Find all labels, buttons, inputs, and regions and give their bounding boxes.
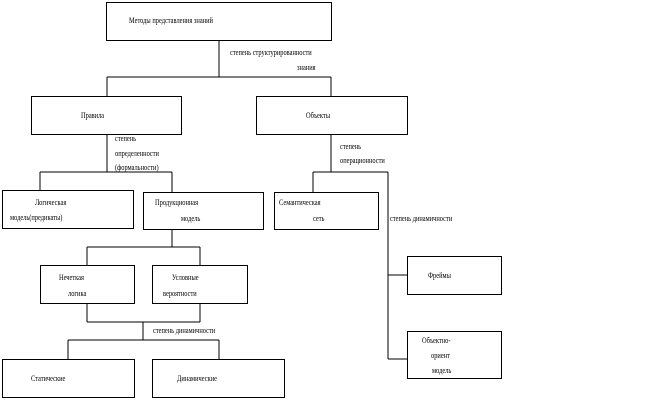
node-fuzzy-logic	[40, 265, 135, 304]
node-logic-model	[2, 190, 134, 229]
edge-label-definiteness-1: степень	[115, 134, 137, 143]
node-dynamic	[152, 359, 285, 398]
node-object-oriented-model-label-3: модель	[432, 366, 452, 375]
node-production-model	[143, 192, 264, 230]
node-root	[106, 2, 332, 41]
node-conditional-probabilities-label-1: Условные	[172, 273, 199, 282]
node-semantic-net	[274, 192, 379, 230]
edge-label-definiteness-2: определенности	[115, 149, 159, 158]
edge-label-structuredness-2: знания	[297, 63, 316, 72]
node-object-oriented-model-label-1: Объектно-	[422, 336, 451, 345]
node-objects-label: Объекты	[306, 111, 330, 120]
node-dynamic-label: Динамические	[177, 374, 217, 383]
node-root-label: Методы представления знаний	[129, 16, 213, 25]
node-conditional-probabilities	[152, 265, 248, 304]
node-logic-model-label-1: Логическая	[35, 198, 67, 207]
node-conditional-probabilities-label-2: вероятности	[163, 289, 197, 298]
edge-label-definiteness-3: (формальности)	[115, 163, 159, 172]
node-frames	[407, 256, 502, 295]
node-semantic-net-label-1: Семантическая	[279, 198, 321, 207]
edge-label-dynamism-production: степень динамичности	[153, 326, 216, 335]
node-production-model-label-1: Продукционная	[155, 198, 199, 207]
node-static-label: Статические	[31, 374, 66, 383]
node-static	[2, 359, 135, 398]
node-object-oriented-model	[407, 331, 502, 379]
node-rules-label: Правила	[81, 111, 105, 120]
edge-label-dynamism-objects: степень динамичности	[390, 214, 453, 223]
node-logic-model-label-2: модель(предикаты)	[10, 213, 63, 222]
edge-label-operationality-2: операционности	[340, 156, 385, 165]
node-production-model-label-2: модель	[181, 214, 201, 223]
edge-label-structuredness-1: степень структурированности	[230, 48, 312, 57]
node-object-oriented-model-label-2: ориент	[431, 351, 450, 360]
node-fuzzy-logic-label-1: Нечеткая	[59, 273, 84, 282]
node-rules	[31, 96, 182, 135]
edge-label-operationality-1: степень	[340, 142, 362, 151]
node-frames-label: Фреймы	[428, 271, 451, 280]
node-semantic-net-label-2: сеть	[313, 214, 325, 223]
node-fuzzy-logic-label-2: логика	[68, 289, 87, 298]
node-objects	[256, 96, 408, 135]
